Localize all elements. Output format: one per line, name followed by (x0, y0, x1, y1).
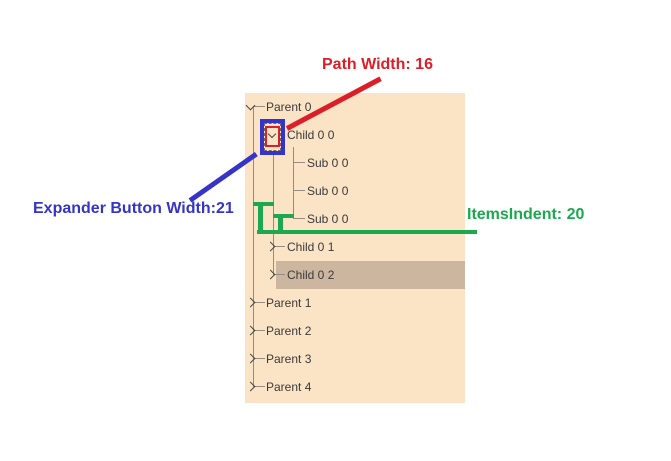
chevron-right-icon[interactable] (245, 381, 256, 392)
tree-connector-line (253, 106, 265, 107)
tree-item-label: Parent 1 (266, 296, 312, 310)
items-indent-measure-stem-right (278, 214, 283, 234)
chevron-right-icon[interactable] (245, 297, 256, 308)
tree-item-label: Sub 0 0 (307, 156, 349, 170)
tree-item-parent-3[interactable]: Parent 3 (245, 345, 465, 373)
tree-item-label: Sub 0 0 (307, 212, 349, 226)
tree-item-label: Parent 0 (266, 100, 312, 114)
expander-button-width-label: Expander Button Width:21 (33, 200, 234, 217)
tree-guide-sub-level (293, 147, 294, 219)
tree-item-sub-0-0-b[interactable]: Sub 0 0 (245, 177, 465, 205)
tree-connector-line (293, 162, 305, 163)
tree-item-label: Parent 4 (266, 380, 312, 394)
tree-item-label: Child 0 0 (287, 128, 335, 142)
tree-connector-line (293, 190, 305, 191)
tree-connector-line (293, 218, 305, 219)
tree-item-parent-4[interactable]: Parent 4 (245, 373, 465, 401)
tree-connector-line (253, 330, 265, 331)
tree-item-parent-2[interactable]: Parent 2 (245, 317, 465, 345)
tree-guide-root-level (253, 107, 254, 387)
tree-item-parent-1[interactable]: Parent 1 (245, 289, 465, 317)
chevron-right-icon[interactable] (265, 269, 276, 280)
chevron-right-icon[interactable] (265, 241, 276, 252)
items-indent-measure-cap-right (273, 214, 294, 218)
items-indent-measure-line (257, 230, 477, 234)
tree-item-child-0-1[interactable]: Child 0 1 (245, 233, 465, 261)
tree-item-child-0-2[interactable]: Child 0 2 (245, 261, 465, 289)
path-width-highlight-box (265, 126, 280, 147)
expander-focus-dashed-outline (264, 123, 281, 151)
tree-item-label: Child 0 1 (287, 240, 335, 254)
chevron-down-icon[interactable] (245, 100, 256, 111)
chevron-right-icon[interactable] (245, 353, 256, 364)
tree-item-sub-0-0-c[interactable]: Sub 0 0 (245, 205, 465, 233)
tree-item-label: Parent 2 (266, 324, 312, 338)
tree-connector-line (273, 274, 285, 275)
path-width-label: Path Width: 16 (322, 56, 433, 73)
tree-connector-line (253, 358, 265, 359)
tree-connector-line (253, 302, 265, 303)
tree-connector-line (253, 386, 265, 387)
selection-highlight (276, 261, 465, 289)
tree-item-label: Sub 0 0 (307, 184, 349, 198)
tree-item-sub-0-0-a[interactable]: Sub 0 0 (245, 149, 465, 177)
items-indent-measure-stem-left (258, 202, 263, 234)
tree-item-label: Child 0 2 (287, 268, 335, 282)
tree-item-parent-0[interactable]: Parent 0 (245, 93, 465, 121)
tree-guide-child-level (273, 151, 274, 275)
tree-connector-line (273, 246, 285, 247)
expander-button-width-highlight-box (260, 119, 285, 155)
tree-item-child-0-0[interactable]: Child 0 0 (245, 121, 465, 149)
tree-item-label: Parent 3 (266, 352, 312, 366)
items-indent-label: ItemsIndent: 20 (467, 206, 585, 223)
items-indent-measure-cap-left (253, 202, 274, 206)
chevron-right-icon[interactable] (245, 325, 256, 336)
